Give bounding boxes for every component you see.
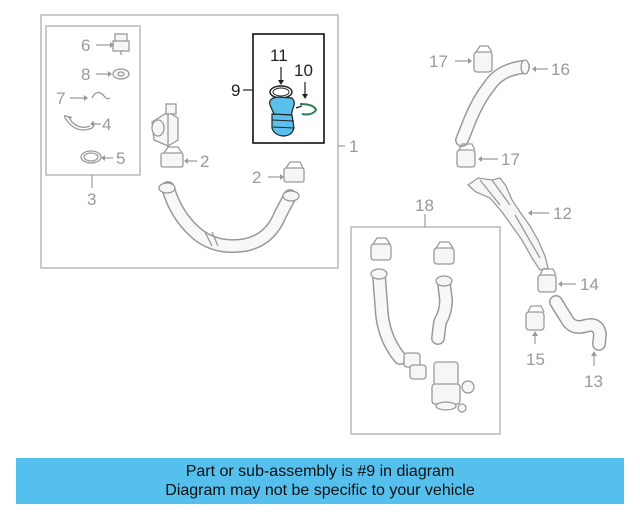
kit-9-box: [252, 33, 325, 144]
assembly-18-clamp-left: [370, 237, 392, 261]
callout-1: 1: [349, 137, 358, 156]
callout-16: 16: [551, 60, 570, 79]
callout-2-right: 2: [252, 168, 261, 187]
part-15-clamp: [525, 305, 545, 331]
part-16-hose: [455, 59, 530, 147]
assembly-18-hose-long: [370, 268, 407, 365]
part-7-clip: [91, 91, 111, 100]
part-6-valve: [112, 33, 130, 55]
assembly-18-pump: [431, 361, 475, 413]
info-banner: Part or sub-assembly is #9 in diagram Di…: [16, 458, 624, 504]
assembly-1-box: [40, 14, 339, 269]
callout-13: 13: [584, 372, 603, 391]
part-17-clamp-lower: [456, 143, 476, 168]
callout-15: 15: [526, 350, 545, 369]
part-2-clamp-left: [160, 146, 184, 168]
part-9-connector: [269, 96, 295, 137]
banner-line-1: Part or sub-assembly is #9 in diagram: [185, 463, 455, 480]
part-2-clamp-right: [283, 161, 305, 183]
callout-6: 6: [81, 36, 90, 55]
callout-4: 4: [102, 115, 111, 134]
callout-7: 7: [56, 89, 65, 108]
part-10-retaining-clip: [295, 103, 318, 116]
part-14-clamp: [537, 268, 557, 293]
callout-17-top: 17: [429, 52, 448, 71]
callout-8: 8: [81, 65, 90, 84]
part-17-clamp-top: [473, 45, 493, 73]
callout-14: 14: [580, 275, 599, 294]
part-8-washer: [112, 68, 130, 80]
assembly-18-clamp-right: [433, 241, 455, 265]
callout-10: 10: [294, 61, 313, 80]
callout-11: 11: [270, 46, 288, 65]
callout-5: 5: [116, 149, 125, 168]
coolant-hose: [158, 181, 300, 254]
assembly-18-clamps-bottom: [403, 352, 427, 380]
parts-diagram: 6 8 7 4 5 3 1 2 2 9 11 10 17 16 17 12 14…: [40, 14, 607, 435]
callout-12: 12: [553, 204, 572, 223]
part-12-pipe: [466, 177, 549, 271]
kit-3-box: [45, 25, 141, 176]
part-11-oring: [269, 85, 293, 99]
callout-17-lower: 17: [501, 150, 520, 169]
callout-18: 18: [415, 196, 434, 215]
assembly-18-hose-short: [431, 275, 453, 345]
part-13-hose: [549, 295, 607, 351]
part-5-oring: [80, 150, 102, 164]
banner-line-2: Diagram may not be specific to your vehi…: [165, 482, 475, 499]
callout-2-left: 2: [200, 152, 209, 171]
thermostat-housing: [151, 103, 179, 147]
callout-3: 3: [87, 190, 96, 209]
callout-9[interactable]: 9: [231, 81, 240, 100]
